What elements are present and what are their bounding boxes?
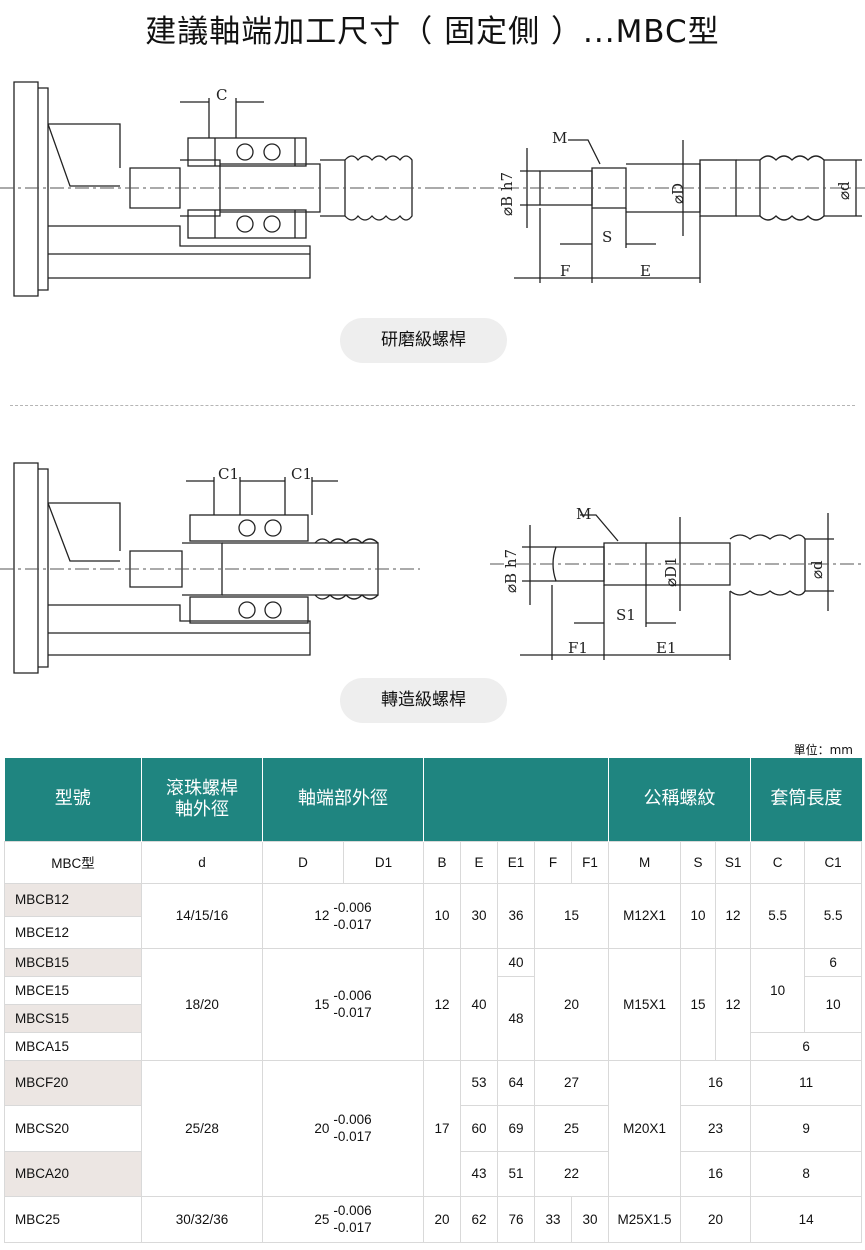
sub-D1: D1 [343,840,424,884]
dim-e-label: E [640,262,651,280]
sub-S1: S1 [715,840,752,884]
sub-B: B [423,840,461,884]
sub-S: S [680,840,717,884]
dim-s1-label: S1 [616,606,636,624]
header-sleeve: 套筒長度 [750,758,862,841]
sub-F: F [534,840,572,884]
table-row: MBCF20 25/28 20-0.006-0.017 17 53 64 27 … [4,1059,863,1197]
shaft-tolerance: 12-0.006-0.017 [262,882,424,949]
shaft-tolerance: 20-0.006-0.017 [262,1059,424,1197]
sub-C1: C1 [804,840,863,884]
shaft-tolerance: 15-0.006-0.017 [262,947,424,1061]
header-blank [423,758,610,841]
section-divider [10,405,855,406]
header-screw-diameter: 滾珠螺桿軸外徑 [141,758,263,841]
dim-c-label: C [216,86,227,104]
table-row: MBCS15 [4,1003,862,1033]
table-row: MBCE12 [4,915,862,949]
dim-f1-label: F1 [568,639,588,657]
table-row: MBC25 30/32/36 25-0.006-0.017 20 62 76 3… [4,1195,863,1243]
table-row: MBCS20 60 69 25 23 9 [4,1104,863,1152]
dim-d2-label: ⌀d [808,560,826,579]
sub-model: MBC型 [4,840,142,884]
header-shaft-diameter: 軸端部外徑 [262,758,424,841]
dim-m-label: M [552,129,567,147]
subheader-row: MBC型 d D D1 B E E1 F F1 M S S1 C C1 [4,840,863,884]
header-thread: 公稱螺紋 [608,758,752,841]
dim-s-label: S [602,228,612,246]
table-row: MBCE15 48 10 [4,975,863,1061]
model-cell: MBCF20 [4,1059,142,1106]
sub-M: M [608,840,682,884]
dim-c1a-label: C1 [218,465,239,483]
shaft-tolerance: 25-0.006-0.017 [262,1195,424,1243]
dim-c1b-label: C1 [291,465,312,483]
model-cell: MBCB15 [4,947,142,977]
header-model: 型號 [4,758,142,841]
dim-d1-label: ⌀D1 [662,556,680,587]
dim-b-label: ⌀B h7 [498,172,516,216]
dim-d-small-label: ⌀D [669,183,687,204]
ground-screw-drawing: C M ⌀B h7 ⌀D ⌀d [0,68,865,308]
ground-screw-caption: 研磨級螺桿 [340,318,507,363]
spec-table: 型號 滾珠螺桿軸外徑 軸端部外徑 公稱螺紋 套筒長度 MBC型 d D D1 B… [4,758,863,1243]
dim-b2-label: ⌀B h7 [502,549,520,593]
sub-d: d [141,840,263,884]
model-cell: MBCE15 [4,975,142,1005]
dim-f-label: F [560,262,570,280]
dim-d-label: ⌀d [835,181,853,200]
table-row: MBCB15 18/20 15-0.006-0.017 12 40 40 20 … [4,947,863,1061]
sub-E: E [460,840,498,884]
table-row: MBCA15 6 [4,1031,863,1061]
table-row: MBCB12 14/15/16 12-0.006-0.017 10 30 36 … [4,882,863,949]
unit-label: 單位：mm [793,743,853,757]
page-title: 建議軸端加工尺寸（ 固定側 ）...MBC型 [145,14,720,50]
model-cell: MBCS20 [4,1104,142,1152]
rolled-screw-drawing: C1 C1 M ⌀B h7 ⌀D1 ⌀d S1 F1 E1 [0,455,865,675]
sub-F1: F1 [570,840,610,884]
table-row: MBCA20 43 51 22 16 8 [4,1150,863,1197]
dim-e1-label: E1 [656,639,677,657]
model-cell: MBC25 [4,1195,142,1243]
model-cell: MBCS15 [4,1003,142,1033]
sub-D: D [262,840,344,884]
model-cell: MBCA15 [4,1031,142,1061]
sub-E1: E1 [497,840,535,884]
sub-C: C [750,840,806,884]
model-cell: MBCE12 [4,915,142,949]
rolled-screw-caption: 轉造級螺桿 [340,678,507,723]
model-cell: MBCA20 [4,1150,142,1197]
model-cell: MBCB12 [4,882,142,917]
dim-m2-label: M [576,505,591,523]
